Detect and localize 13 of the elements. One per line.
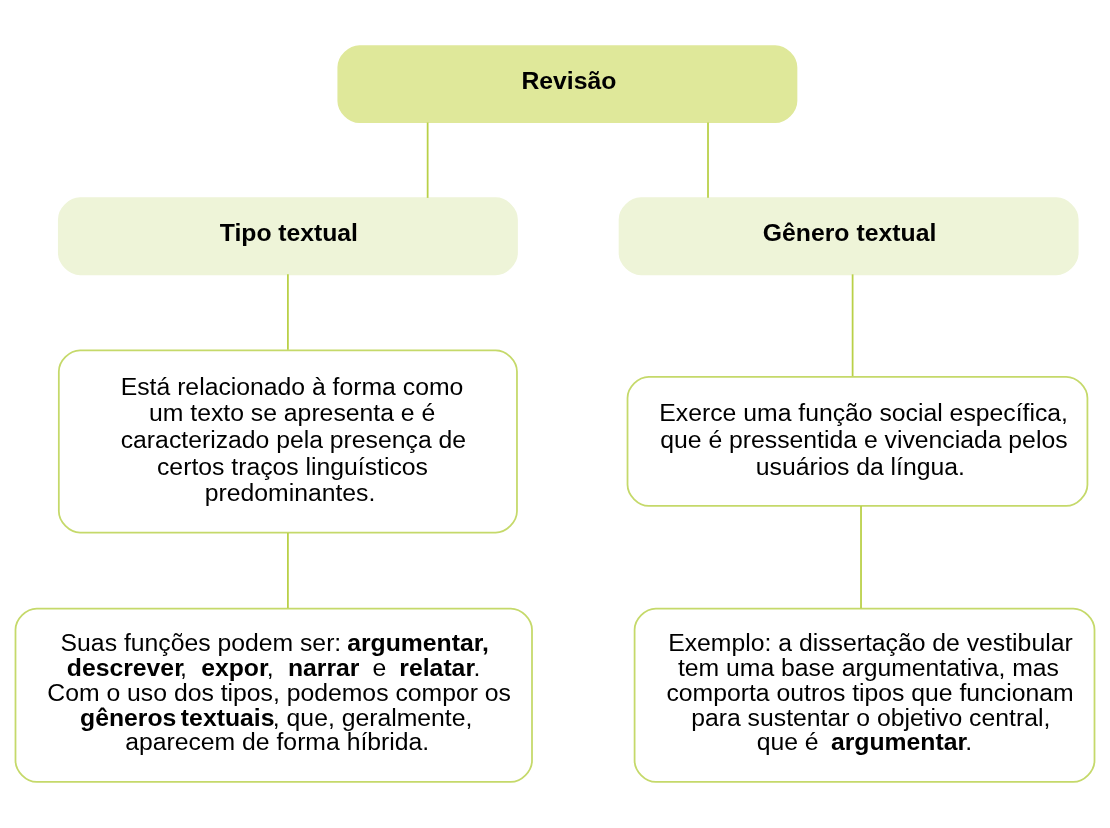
connector [287, 273, 289, 351]
node-box: Revisão [337, 45, 798, 124]
connector [707, 121, 709, 199]
connector [851, 273, 854, 377]
node-box: Exerce uma função social específica, que é pressentida e vivenciada pelos usuários da língua. [626, 375, 1089, 507]
node-box: Está relacionado à forma como um texto se apresenta e é caracterizado pela presença de certos traços linguísticos predominantes. [57, 349, 518, 534]
connector [426, 121, 429, 199]
connector [860, 505, 862, 610]
node-box: Gênero textual [618, 197, 1079, 276]
connector [287, 532, 289, 609]
node-box: Suas funções podem ser: argumentar, descrever, expor, narrar e relatar. Com o uso dos tipos, podemos compor os gêneros textuais, que, geralmente, aparecem de forma híbrida. [14, 607, 533, 783]
node-box: Exemplo: a dissertação de vestibular tem uma base argumentativa, mas comporta outros tipos que funcionam para sustentar o objetivo central, que é argumentar. [633, 607, 1096, 783]
node-box: Tipo textual [57, 197, 518, 276]
